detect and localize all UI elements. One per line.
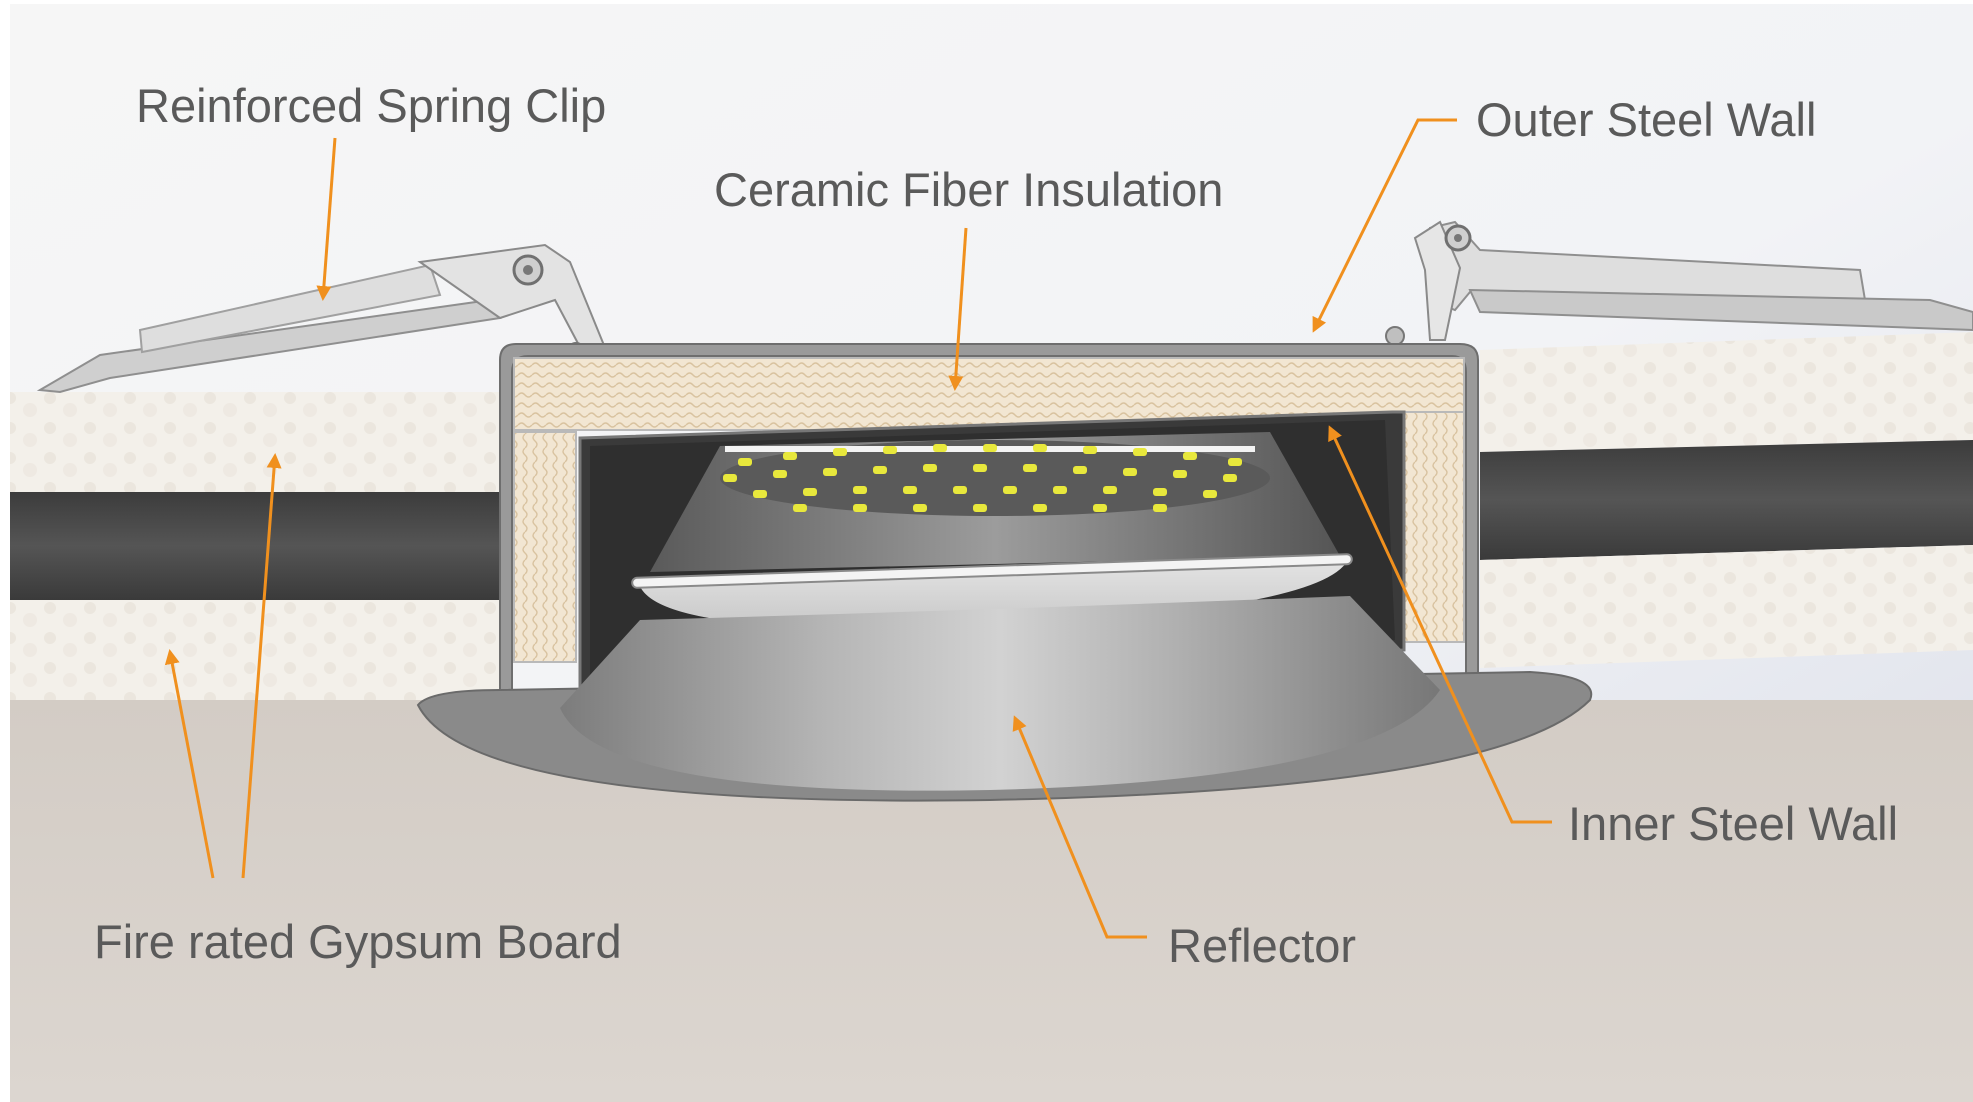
led-chip: [783, 452, 797, 460]
led-chip: [1053, 486, 1067, 494]
gypsum-board-right: [1480, 332, 1973, 668]
leader-outer-wall: [1312, 118, 1457, 333]
led-chip: [1173, 470, 1187, 478]
led-chip: [983, 444, 997, 452]
leader-gypsum-2: [241, 453, 282, 879]
led-chip: [1223, 474, 1237, 482]
leader-spring-clip: [316, 137, 337, 301]
led-chip: [1073, 466, 1087, 474]
led-chip: [723, 474, 737, 482]
led-chip: [1093, 504, 1107, 512]
led-chip: [1203, 490, 1217, 498]
led-chip: [823, 468, 837, 476]
led-chip: [923, 464, 937, 472]
led-chip: [873, 466, 887, 474]
gypsum-board-left: [10, 392, 500, 700]
led-chip: [753, 490, 767, 498]
label-insulation: Ceramic Fiber Insulation: [714, 163, 1223, 216]
led-array: [723, 444, 1242, 512]
leader-insulation: [948, 227, 968, 391]
led-chip: [913, 504, 927, 512]
led-chip: [1023, 464, 1037, 472]
label-gypsum: Fire rated Gypsum Board: [94, 915, 622, 968]
led-chip: [1133, 448, 1147, 456]
leader-reflector: [1012, 715, 1147, 939]
label-inner-wall: Inner Steel Wall: [1568, 797, 1898, 850]
led-chip: [793, 504, 807, 512]
leader-gypsum-1: [164, 649, 215, 879]
leader-lines: [164, 118, 1552, 939]
led-chip: [933, 444, 947, 452]
led-chip: [883, 446, 897, 454]
led-chip: [1183, 452, 1197, 460]
reflector-trim: [416, 596, 1593, 802]
label-reflector: Reflector: [1168, 919, 1356, 972]
left-border: [0, 0, 10, 1102]
led-chip: [1228, 458, 1242, 466]
led-chip: [833, 448, 847, 456]
label-outer-wall: Outer Steel Wall: [1476, 93, 1816, 146]
led-chip: [1153, 504, 1167, 512]
top-border: [0, 0, 1973, 4]
led-chip: [853, 504, 867, 512]
led-chip: [1103, 486, 1117, 494]
led-chip: [853, 486, 867, 494]
leader-inner-wall: [1328, 425, 1552, 824]
led-chip: [1083, 446, 1097, 454]
led-chip: [803, 488, 817, 496]
led-chip: [738, 458, 752, 466]
led-chip: [1003, 486, 1017, 494]
led-chip: [773, 470, 787, 478]
spring-clip-left: [36, 243, 612, 394]
led-chip: [1033, 444, 1047, 452]
led-board: [720, 440, 1270, 516]
led-chip: [973, 504, 987, 512]
spring-clip-right: [1385, 220, 1973, 346]
label-spring-clip: Reinforced Spring Clip: [136, 79, 606, 132]
led-chip: [973, 464, 987, 472]
led-chip: [903, 486, 917, 494]
led-chip: [1123, 468, 1137, 476]
led-chip: [1033, 504, 1047, 512]
led-chip: [953, 486, 967, 494]
led-chip: [1153, 488, 1167, 496]
